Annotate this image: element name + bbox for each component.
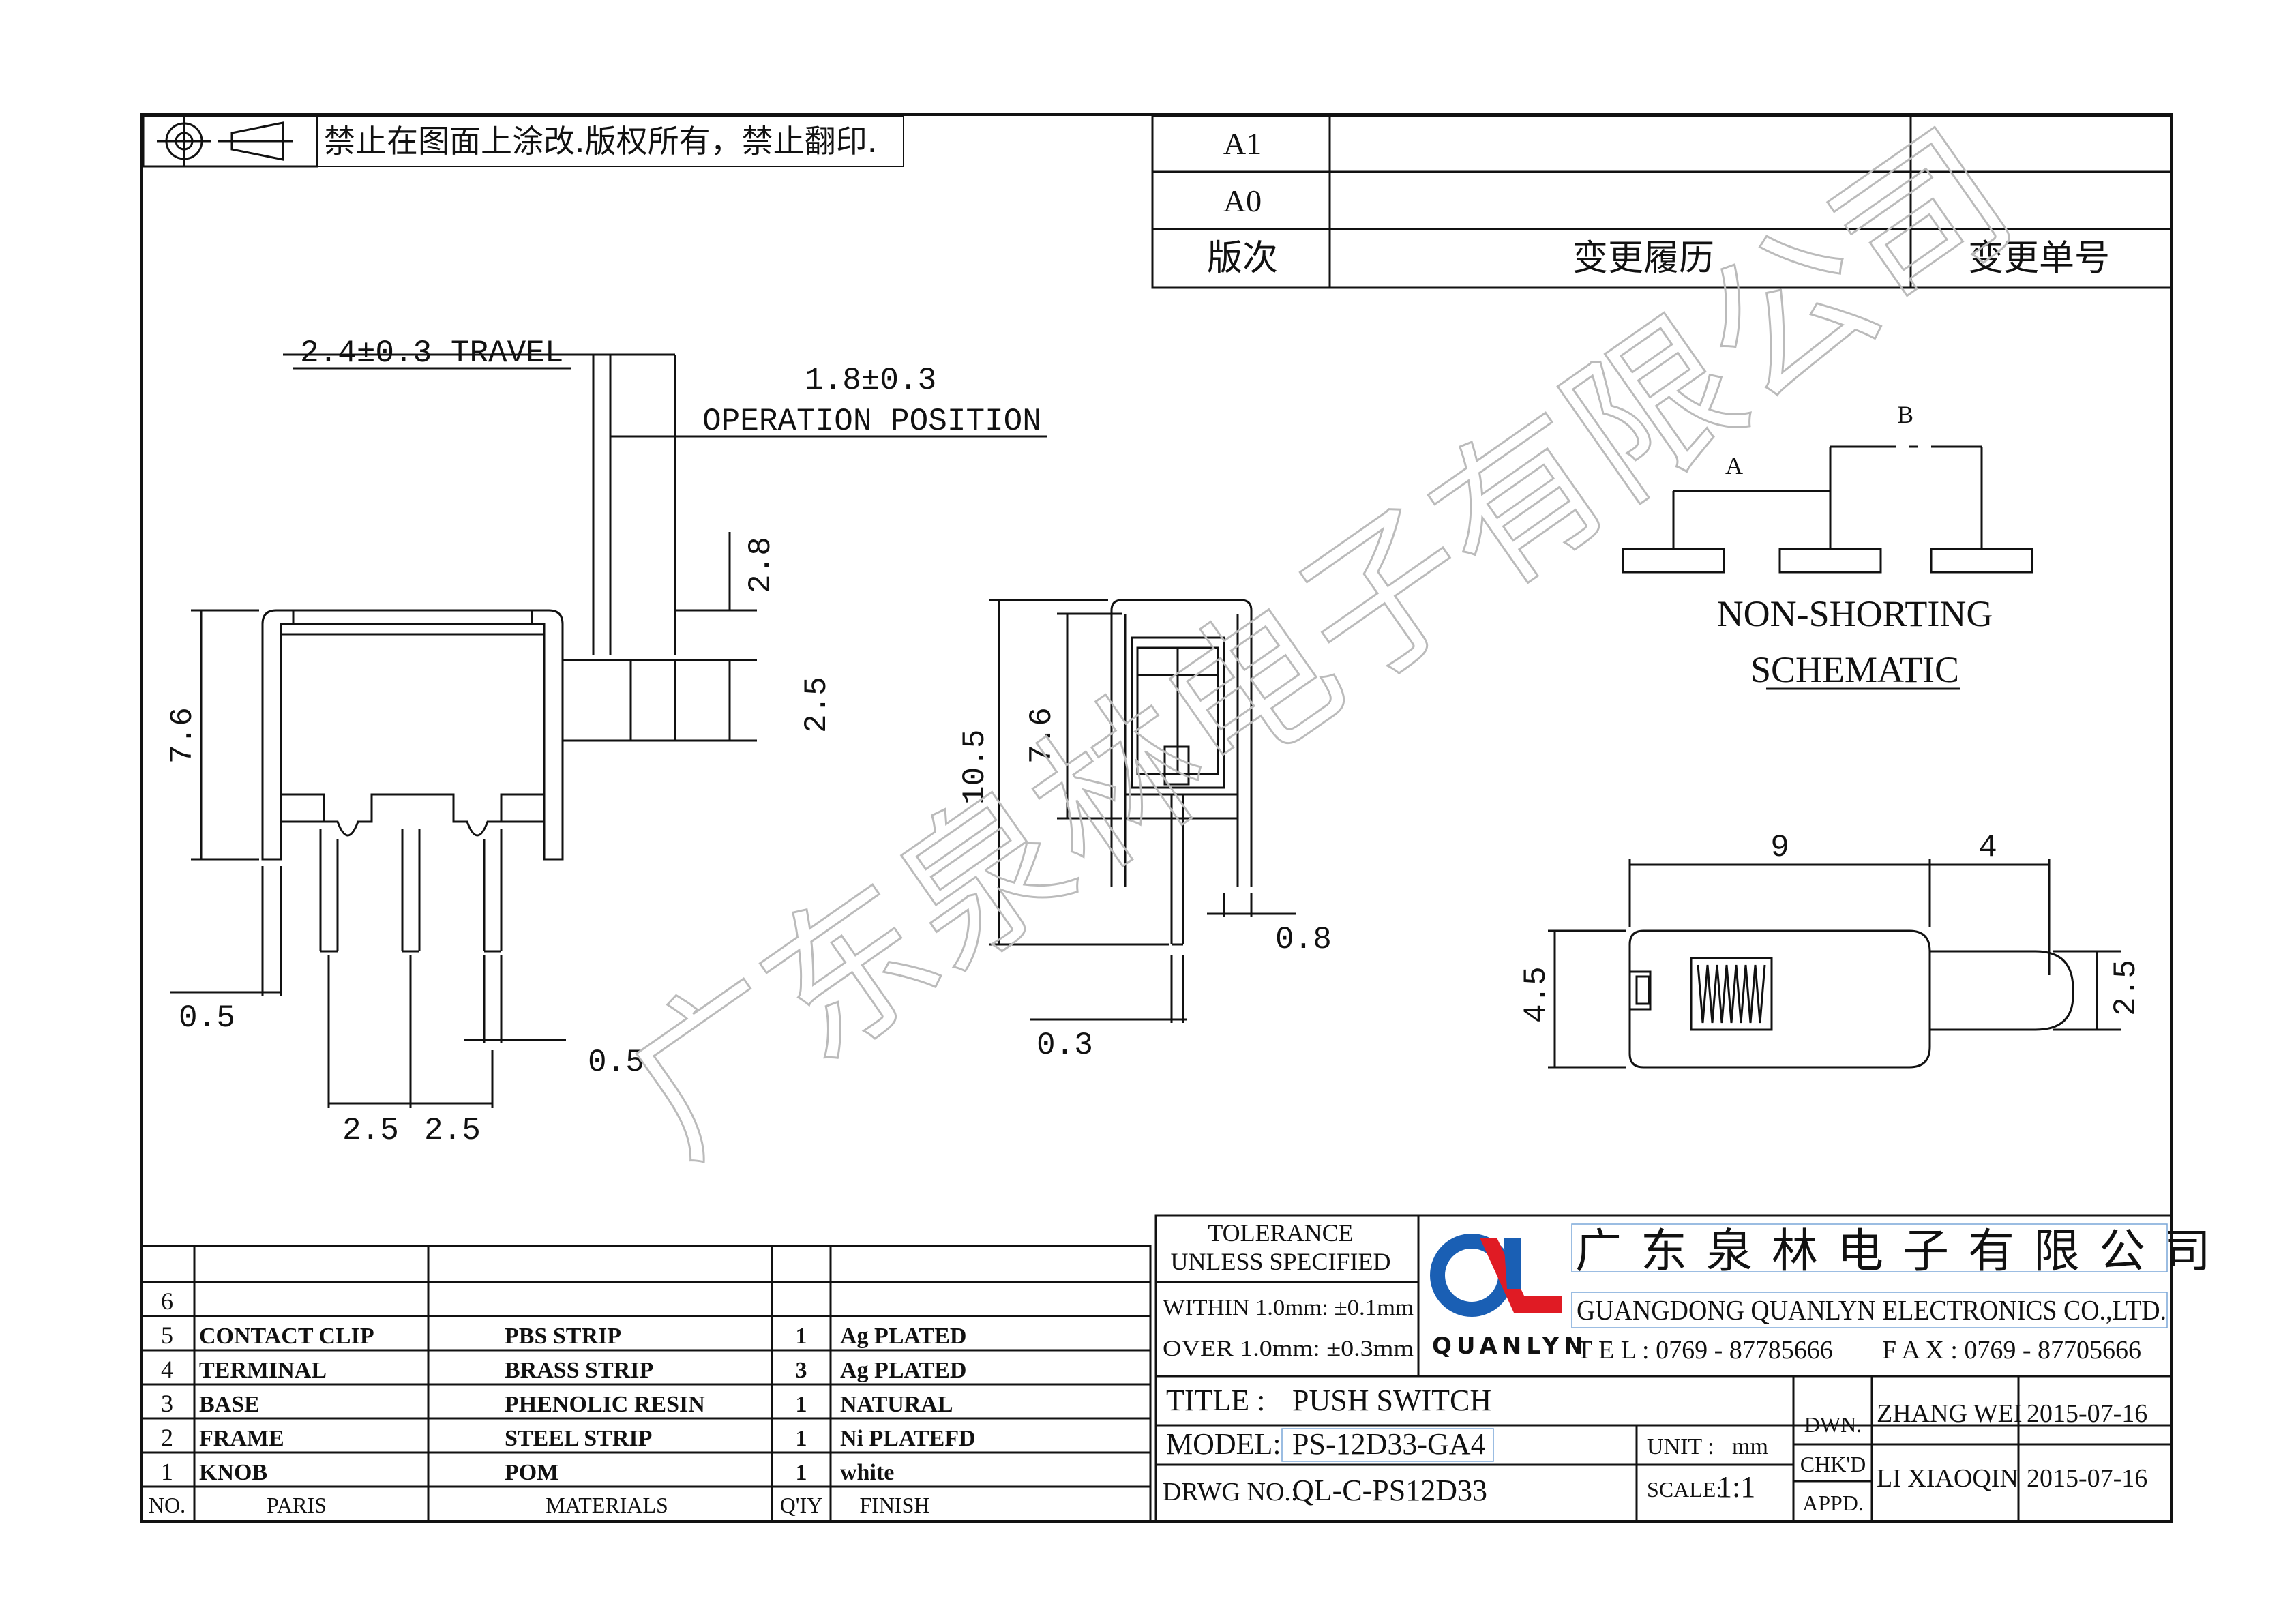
- parts-table: [140, 1245, 1152, 1523]
- parts-header-qty: Q'IY: [780, 1493, 823, 1517]
- revision-header-history: 变更履历: [1572, 238, 1714, 279]
- dim-10-5: 10.5: [957, 730, 993, 805]
- dim-4-5: 4.5: [1519, 966, 1554, 1023]
- title-block: [1154, 1214, 2173, 1523]
- title-label: TITLE :: [1166, 1384, 1265, 1417]
- drawing-no-label: DRWG NO.:: [1163, 1478, 1298, 1506]
- parts-row-1-material: POM: [505, 1460, 558, 1485]
- parts-row-6-no: 6: [161, 1287, 173, 1315]
- parts-row-3-material: PHENOLIC RESIN: [505, 1392, 705, 1417]
- side-view: [170, 353, 1047, 1108]
- parts-row-2-material: STEEL STRIP: [505, 1426, 652, 1451]
- parts-row-1-no: 1: [161, 1458, 173, 1485]
- top-view: [1548, 859, 2121, 1069]
- parts-row-2-part: FRAME: [199, 1426, 284, 1451]
- parts-row-3-no: 3: [161, 1390, 173, 1417]
- dwn-label: DWN.: [1804, 1412, 1862, 1437]
- scale-value: 1:1: [1717, 1470, 1755, 1504]
- dim-7-6-front: 7.6: [1024, 707, 1060, 764]
- parts-header-part: PARIS: [267, 1493, 327, 1517]
- dim-0-5-right: 0.5: [588, 1045, 644, 1080]
- front-view: [989, 599, 1296, 1023]
- parts-row-5-part: CONTACT CLIP: [199, 1324, 374, 1349]
- model-value: PS-12D33-GA4: [1292, 1427, 1486, 1461]
- parts-row-2-qty: 1: [796, 1426, 807, 1451]
- revision-table: [1151, 115, 2173, 289]
- revision-header-version: 版次: [1207, 238, 1278, 279]
- projection-symbol-icon: [142, 115, 318, 168]
- company-name-box: [1571, 1223, 2168, 1328]
- revision-header-change-no: 变更单号: [1968, 238, 2110, 279]
- parts-header-finish: FINISH: [859, 1493, 929, 1517]
- logo-wordmark: QUANLYN: [1432, 1332, 1588, 1360]
- parts-row-2-no: 2: [161, 1424, 173, 1451]
- parts-row-1-qty: 1: [796, 1460, 807, 1485]
- dim-2-8: 2.8: [743, 537, 779, 593]
- dim-9: 9: [1770, 830, 1789, 865]
- tolerance-line-1: TOLERANCE: [1208, 1219, 1353, 1247]
- dim-0-8: 0.8: [1275, 922, 1332, 957]
- dim-0-3: 0.3: [1037, 1028, 1093, 1063]
- parts-row-3-qty: 1: [796, 1392, 807, 1417]
- parts-header-material: MATERIALS: [546, 1493, 668, 1517]
- schematic-diagram: [1622, 445, 2033, 690]
- schematic-label-a: A: [1725, 452, 1743, 479]
- schematic-label-b: B: [1897, 401, 1913, 428]
- company-fax: F A X : 0769 - 87705666: [1882, 1336, 2141, 1365]
- schematic-title-2: SCHEMATIC: [1750, 649, 1959, 690]
- chkd-label: CHK'D: [1800, 1452, 1866, 1476]
- parts-row-4-no: 4: [161, 1356, 173, 1383]
- dim-2-5-knob: 2.5: [799, 676, 835, 733]
- dim-operation-value: 1.8±0.3: [805, 363, 936, 398]
- model-label: MODEL:: [1166, 1427, 1281, 1461]
- unit-value: mm: [1732, 1434, 1768, 1459]
- schematic-title-1: NON-SHORTING: [1717, 593, 1993, 634]
- dim-travel: 2.4±0.3 TRAVEL: [300, 336, 563, 371]
- tolerance-line-2: UNLESS SPECIFIED: [1170, 1248, 1390, 1275]
- company-tel: T E L : 0769 - 87785666: [1577, 1336, 1833, 1365]
- parts-row-1-finish: white: [840, 1460, 894, 1485]
- parts-row-3-part: BASE: [199, 1392, 260, 1417]
- dwn-date: 2015-07-16: [2027, 1399, 2147, 1428]
- parts-header-no: NO.: [149, 1493, 185, 1517]
- dwn-name: ZHANG WEI: [1877, 1399, 2023, 1428]
- company-name-cn: 广东泉林电子有限公司: [1575, 1225, 2230, 1279]
- parts-row-5-finish: Ag PLATED: [840, 1324, 966, 1349]
- parts-row-2-finish: Ni PLATEFD: [840, 1426, 976, 1451]
- dim-pitch-2: 2.5: [424, 1113, 481, 1148]
- chkd-date: 2015-07-16: [2027, 1464, 2147, 1493]
- parts-row-5-qty: 1: [796, 1324, 807, 1349]
- parts-row-4-part: TERMINAL: [199, 1358, 327, 1383]
- chkd-name: LI XIAOQIN: [1877, 1464, 2018, 1493]
- dim-pitch-1: 2.5: [342, 1113, 399, 1148]
- watermark: 广东泉林电子有限公司: [595, 96, 2045, 1191]
- dim-4: 4: [1978, 830, 1997, 865]
- appd-label: APPD.: [1802, 1491, 1864, 1515]
- tolerance-over: OVER 1.0mm: ±0.3mm: [1163, 1337, 1414, 1361]
- parts-row-5-no: 5: [161, 1322, 173, 1349]
- tolerance-within: WITHIN 1.0mm: ±0.1mm: [1163, 1296, 1414, 1320]
- dim-7-6-side: 7.6: [165, 707, 200, 764]
- title-value: PUSH SWITCH: [1292, 1384, 1491, 1417]
- parts-row-4-qty: 3: [796, 1358, 807, 1383]
- dim-operation-label: OPERATION POSITION: [702, 404, 1041, 439]
- dim-0-5-left: 0.5: [179, 1000, 235, 1036]
- parts-row-3-finish: NATURAL: [840, 1392, 953, 1417]
- copyright-notice: 禁止在图面上涂改.版权所有，禁止翻印.: [324, 123, 877, 160]
- revision-row-a1: A1: [1223, 126, 1262, 161]
- drawing-no-value: QL-C-PS12D33: [1292, 1474, 1487, 1507]
- parts-row-4-material: BRASS STRIP: [505, 1358, 653, 1383]
- quanlyn-logo-icon: [1430, 1234, 1562, 1317]
- revision-row-a0: A0: [1223, 183, 1262, 218]
- dim-2-5-top: 2.5: [2108, 959, 2144, 1016]
- parts-row-1-part: KNOB: [199, 1460, 267, 1485]
- parts-row-5-material: PBS STRIP: [505, 1324, 621, 1349]
- unit-label: UNIT :: [1647, 1434, 1714, 1459]
- parts-row-4-finish: Ag PLATED: [840, 1358, 966, 1383]
- scale-label: SCALE:: [1647, 1477, 1722, 1502]
- company-name-en: GUANGDONG QUANLYN ELECTRONICS CO.,LTD.: [1577, 1294, 2166, 1326]
